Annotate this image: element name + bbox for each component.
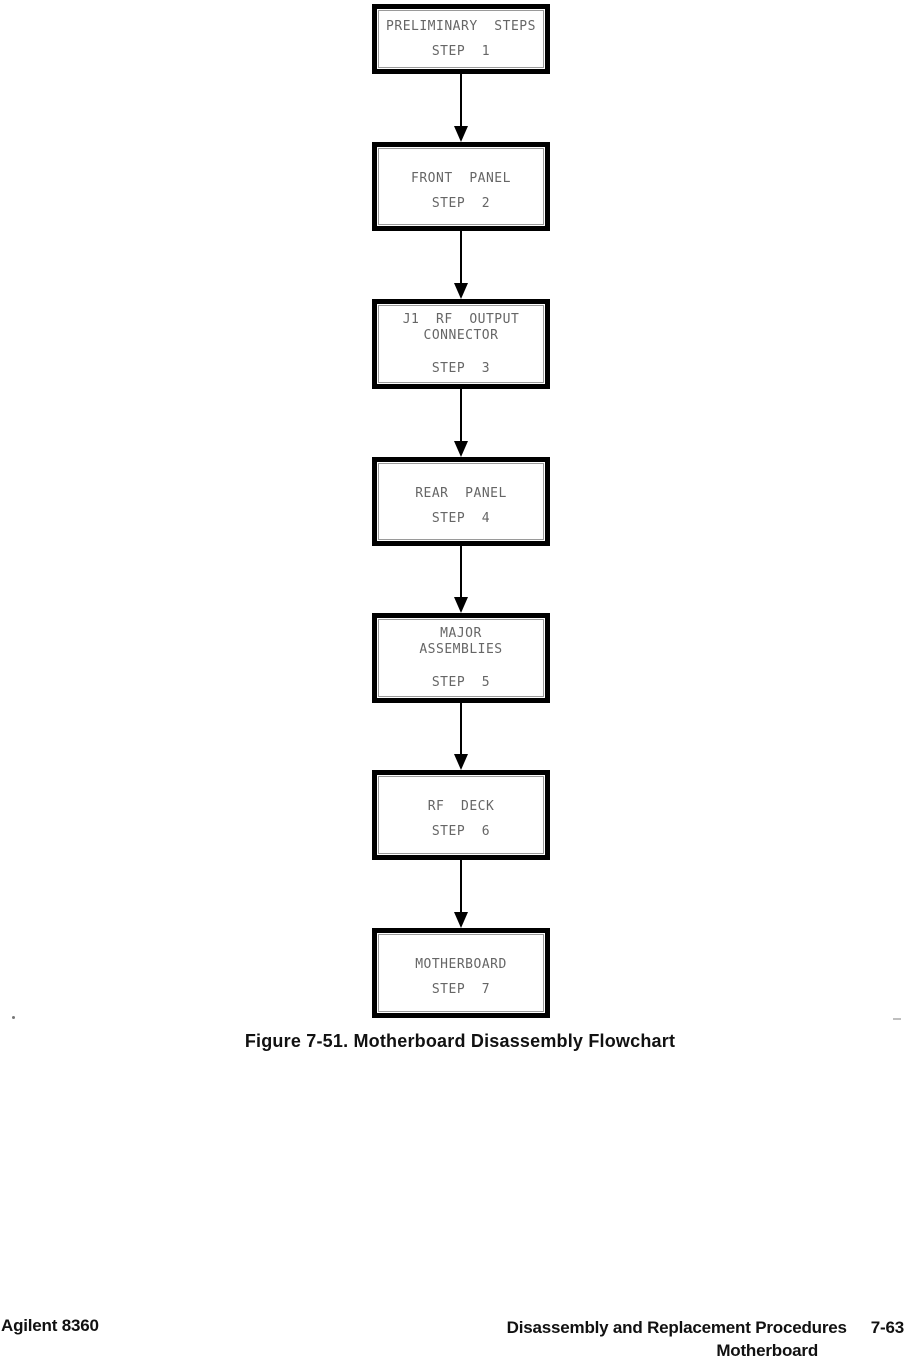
footer-section-title: Motherboard — [716, 1341, 818, 1356]
flowchart-step-label: STEP 6 — [431, 824, 491, 839]
flowchart-box-step-4: REAR PANEL STEP 4 — [372, 457, 550, 546]
flowchart-box-content: MAJOR ASSEMBLIES STEP 5 — [377, 618, 545, 698]
footer-chapter-block: Disassembly and Replacement Procedures 7-… — [506, 1316, 905, 1356]
flowchart-box-title: MOTHERBOARD — [415, 957, 507, 972]
footer-chapter-line: Disassembly and Replacement Procedures 7-… — [506, 1316, 905, 1339]
scan-mark-right — [893, 1018, 901, 1020]
flowchart-box-title: FRONT PANEL — [411, 170, 511, 186]
scan-mark-left — [12, 1016, 15, 1019]
arrowhead-down-icon — [454, 441, 468, 457]
flowchart-box-content: RF DECK STEP 6 — [377, 775, 545, 855]
flowchart-step-label: STEP 7 — [431, 982, 491, 997]
flowchart-box-content: FRONT PANEL STEP 2 — [377, 147, 545, 226]
flowchart-box-title: J1 RF OUTPUT CONNECTOR — [402, 311, 520, 343]
flow-arrow-2 — [454, 231, 468, 299]
flow-arrow-5 — [454, 703, 468, 770]
flowchart-box-step-7: MOTHERBOARD STEP 7 — [372, 928, 550, 1018]
flowchart-box-step-6: RF DECK STEP 6 — [372, 770, 550, 860]
flow-arrow-1 — [454, 74, 468, 142]
footer-page-number: 7-63 — [870, 1318, 904, 1337]
arrowhead-down-icon — [454, 283, 468, 299]
flowchart-step-label: STEP 2 — [431, 195, 491, 211]
flowchart-box-title: MAJOR ASSEMBLIES — [419, 625, 503, 657]
flowchart-box-step-2: FRONT PANEL STEP 2 — [372, 142, 550, 231]
flowchart-box-content: REAR PANEL STEP 4 — [377, 462, 545, 541]
flowchart-box-title: PRELIMINARY STEPS — [386, 18, 536, 34]
flowchart-box-step-1: PRELIMINARY STEPS STEP 1 — [372, 4, 550, 74]
arrowhead-down-icon — [454, 597, 468, 613]
arrowhead-down-icon — [454, 754, 468, 770]
flowchart-box-title: REAR PANEL — [415, 485, 507, 501]
arrow-line — [460, 74, 462, 128]
arrowhead-down-icon — [454, 126, 468, 142]
arrow-line — [460, 860, 462, 914]
figure-caption: Figure 7-51. Motherboard Disassembly Flo… — [244, 1031, 676, 1051]
arrow-line — [460, 703, 462, 756]
arrow-line — [460, 546, 462, 599]
footer-product-name: Agilent 8360 — [1, 1316, 99, 1335]
flowchart-box-title: RF DECK — [427, 799, 495, 814]
arrow-line — [460, 231, 462, 285]
arrow-line — [460, 389, 462, 443]
flowchart-step-label: STEP 1 — [431, 43, 491, 59]
flowchart-box-step-3: J1 RF OUTPUT CONNECTOR STEP 3 — [372, 299, 550, 389]
flowchart-box-content: PRELIMINARY STEPS STEP 1 — [377, 9, 545, 69]
flowchart-step-label: STEP 5 — [431, 674, 491, 690]
footer-chapter-title: Disassembly and Replacement Procedures — [506, 1318, 847, 1337]
flow-arrow-6 — [454, 860, 468, 928]
flowchart-step-label: STEP 4 — [431, 510, 491, 526]
flow-arrow-4 — [454, 546, 468, 613]
arrowhead-down-icon — [454, 912, 468, 928]
flowchart-box-content: MOTHERBOARD STEP 7 — [377, 933, 545, 1013]
flowchart-step-label: STEP 3 — [431, 360, 491, 376]
flowchart-box-step-5: MAJOR ASSEMBLIES STEP 5 — [372, 613, 550, 703]
flowchart-box-content: J1 RF OUTPUT CONNECTOR STEP 3 — [377, 304, 545, 384]
flow-arrow-3 — [454, 389, 468, 457]
